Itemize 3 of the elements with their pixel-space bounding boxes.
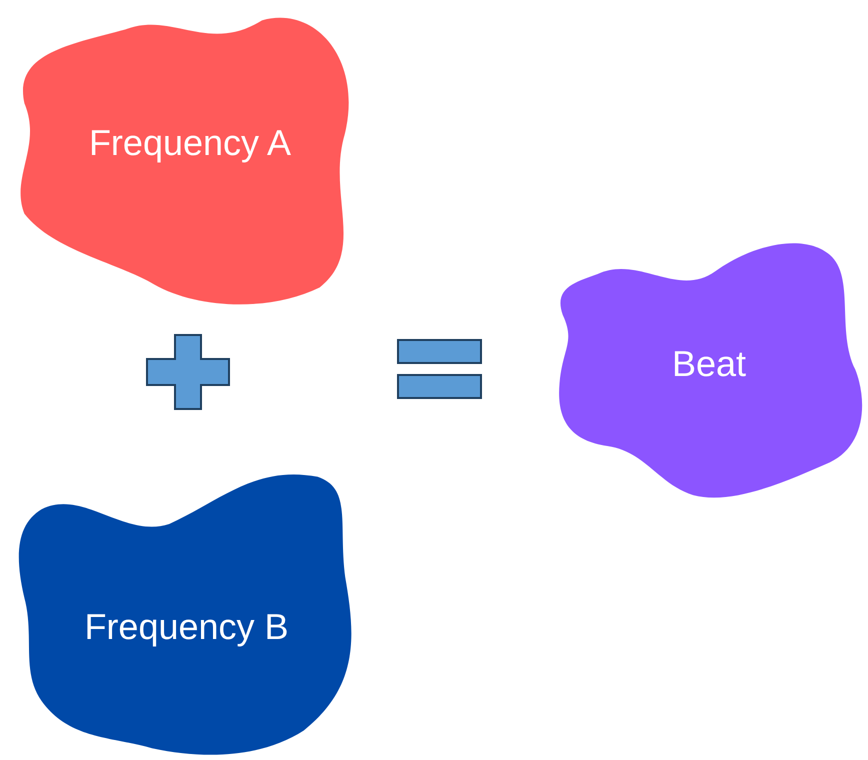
node-label: Frequency B <box>84 606 289 648</box>
node-label: Beat <box>672 343 746 386</box>
node-label: Frequency A <box>88 122 292 164</box>
